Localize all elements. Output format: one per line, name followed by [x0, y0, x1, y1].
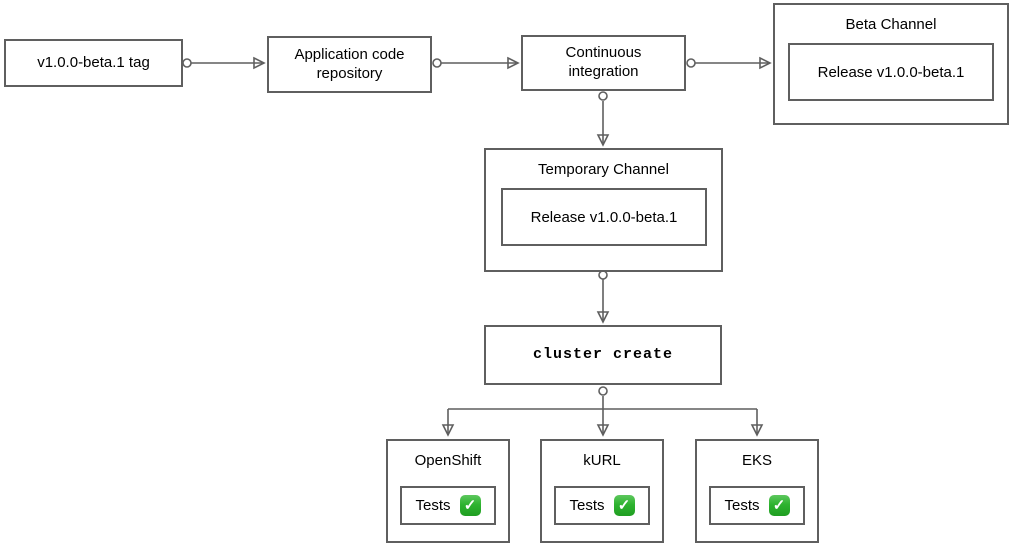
node-temporary-channel-release: Release v1.0.0-beta.1	[501, 188, 707, 246]
node-application-code-repository-label: Application code repository	[294, 45, 405, 82]
check-mark-icon: ✓	[613, 495, 635, 516]
node-cluster-create: cluster create	[484, 325, 722, 385]
node-version-tag-label: v1.0.0-beta.1 tag	[37, 53, 150, 71]
node-openshift-title: OpenShift	[414, 452, 482, 469]
node-eks-tests: Tests ✓	[709, 486, 805, 525]
check-mark-icon: ✓	[459, 495, 481, 516]
node-version-tag: v1.0.0-beta.1 tag	[4, 39, 183, 87]
node-kurl: kURL Tests ✓	[540, 439, 664, 543]
node-application-code-repository: Application code repository	[267, 36, 432, 93]
node-openshift-tests: Tests ✓	[400, 486, 496, 525]
port-tag-right	[182, 58, 192, 68]
node-beta-channel: Beta Channel Release v1.0.0-beta.1	[773, 3, 1009, 125]
port-app-repo-right	[432, 58, 442, 68]
node-kurl-tests: Tests ✓	[554, 486, 650, 525]
port-temp-channel-bottom	[598, 270, 608, 280]
node-eks-tests-label: Tests	[724, 497, 760, 514]
node-openshift-tests-label: Tests	[415, 497, 451, 514]
node-cluster-create-label: cluster create	[532, 345, 674, 363]
node-temporary-channel-release-label: Release v1.0.0-beta.1	[530, 208, 678, 226]
port-cluster-create-bottom	[598, 386, 608, 396]
node-openshift: OpenShift Tests ✓	[386, 439, 510, 543]
node-eks: EKS Tests ✓	[695, 439, 819, 543]
node-kurl-title: kURL	[583, 452, 621, 469]
node-continuous-integration-label: Continuous integration	[565, 44, 642, 80]
node-kurl-tests-label: Tests	[569, 497, 605, 514]
node-eks-title: EKS	[741, 452, 772, 469]
node-temporary-channel: Temporary Channel Release v1.0.0-beta.1	[484, 148, 723, 272]
check-mark-icon: ✓	[768, 495, 790, 516]
node-temporary-channel-title: Temporary Channel	[538, 161, 669, 178]
node-beta-channel-title: Beta Channel	[845, 16, 937, 33]
edge-cluster-create-branch-rail	[448, 396, 757, 410]
port-ci-right	[686, 58, 696, 68]
node-beta-channel-release: Release v1.0.0-beta.1	[788, 43, 994, 101]
node-beta-channel-release-label: Release v1.0.0-beta.1	[817, 63, 965, 81]
port-ci-bottom	[598, 91, 608, 101]
node-continuous-integration: Continuous integration	[521, 35, 686, 91]
